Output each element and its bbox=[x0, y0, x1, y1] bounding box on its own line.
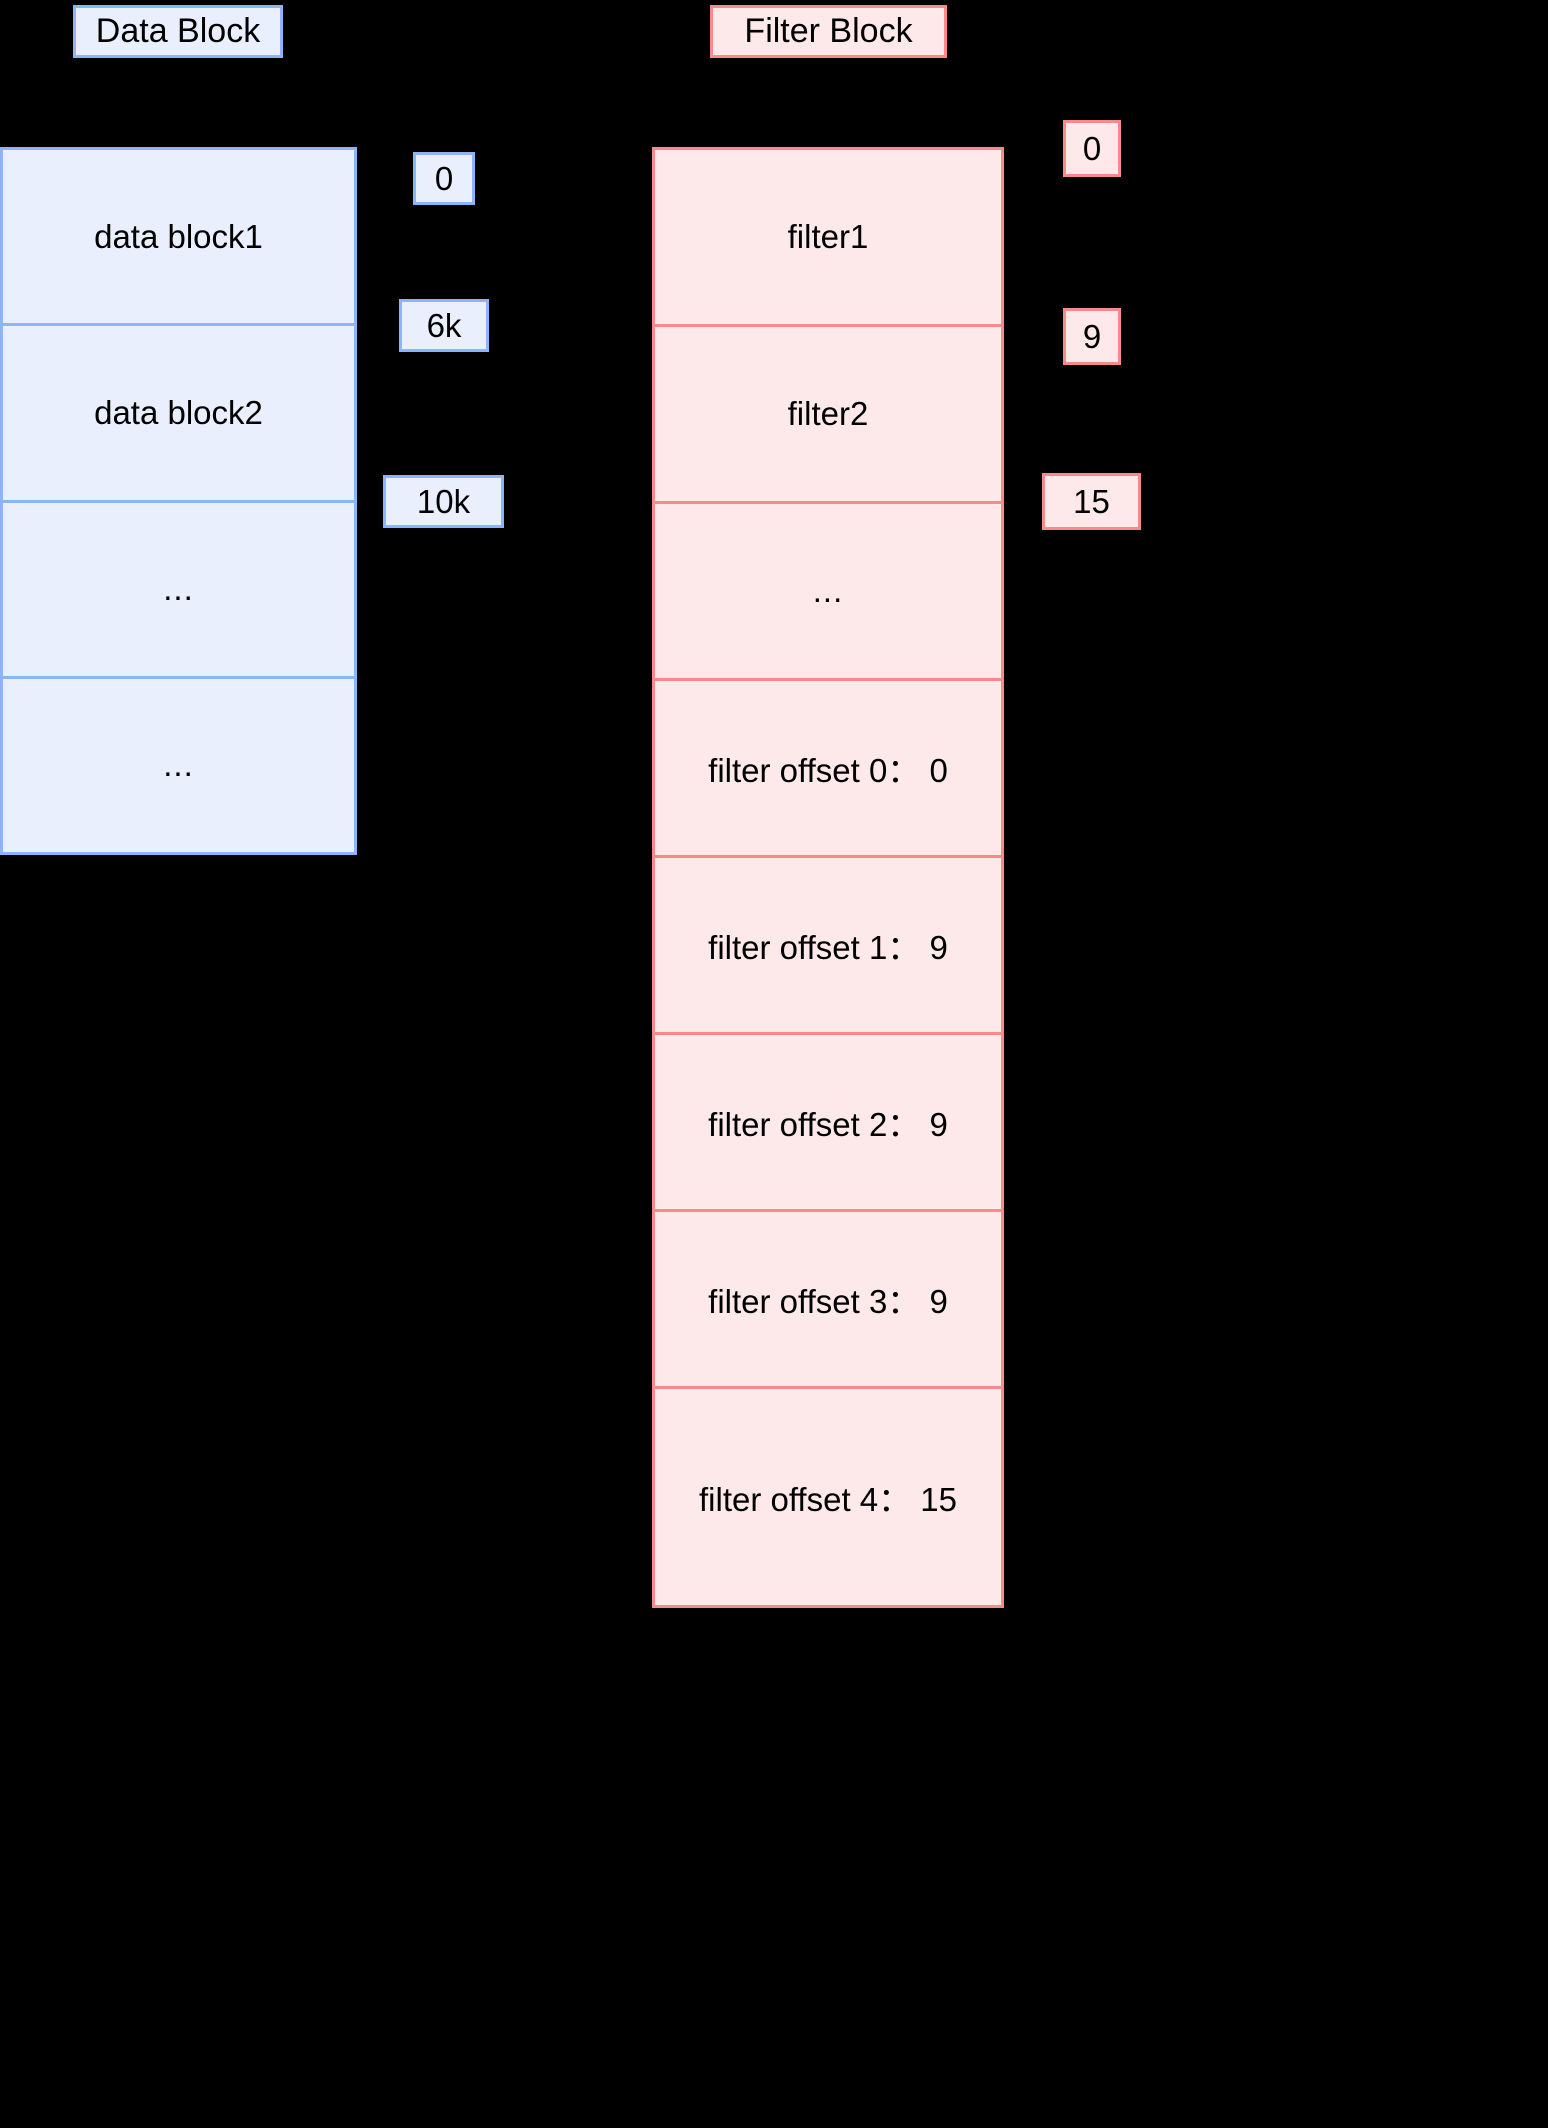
data-block-table: data block1 data block2 ... ... bbox=[0, 147, 357, 855]
data-block-row-3: ... bbox=[3, 502, 354, 679]
filter-block-row-ellipsis: ... bbox=[655, 504, 1001, 681]
filter-block-row-offset-0: filter offset 0： 0 bbox=[655, 681, 1001, 858]
filter-block-offset-badge-0: 0 bbox=[1063, 120, 1121, 177]
data-block-offset-badge-6k: 6k bbox=[399, 299, 489, 352]
data-block-row-1: data block1 bbox=[3, 150, 354, 327]
filter-block-row-offset-4: filter offset 4： 15 bbox=[655, 1389, 1001, 1605]
filter-block-table: filter1 filter2 ... filter offset 0： 0 f… bbox=[652, 147, 1004, 1608]
filter-block-offset-badge-15: 15 bbox=[1042, 473, 1141, 530]
filter-block-offset-badge-9: 9 bbox=[1063, 308, 1121, 365]
data-block-offset-badge-10k: 10k bbox=[383, 475, 504, 528]
filter-block-row-filter1: filter1 bbox=[655, 150, 1001, 327]
filter-block-row-offset-2: filter offset 2： 9 bbox=[655, 1035, 1001, 1212]
data-block-row-2: data block2 bbox=[3, 326, 354, 503]
filter-block-row-offset-1: filter offset 1： 9 bbox=[655, 858, 1001, 1035]
data-block-header: Data Block bbox=[73, 5, 283, 58]
data-block-row-4: ... bbox=[3, 678, 354, 852]
filter-block-header: Filter Block bbox=[710, 5, 947, 58]
filter-block-row-filter2: filter2 bbox=[655, 327, 1001, 504]
data-block-offset-badge-0: 0 bbox=[413, 152, 475, 205]
filter-block-row-offset-3: filter offset 3： 9 bbox=[655, 1212, 1001, 1389]
